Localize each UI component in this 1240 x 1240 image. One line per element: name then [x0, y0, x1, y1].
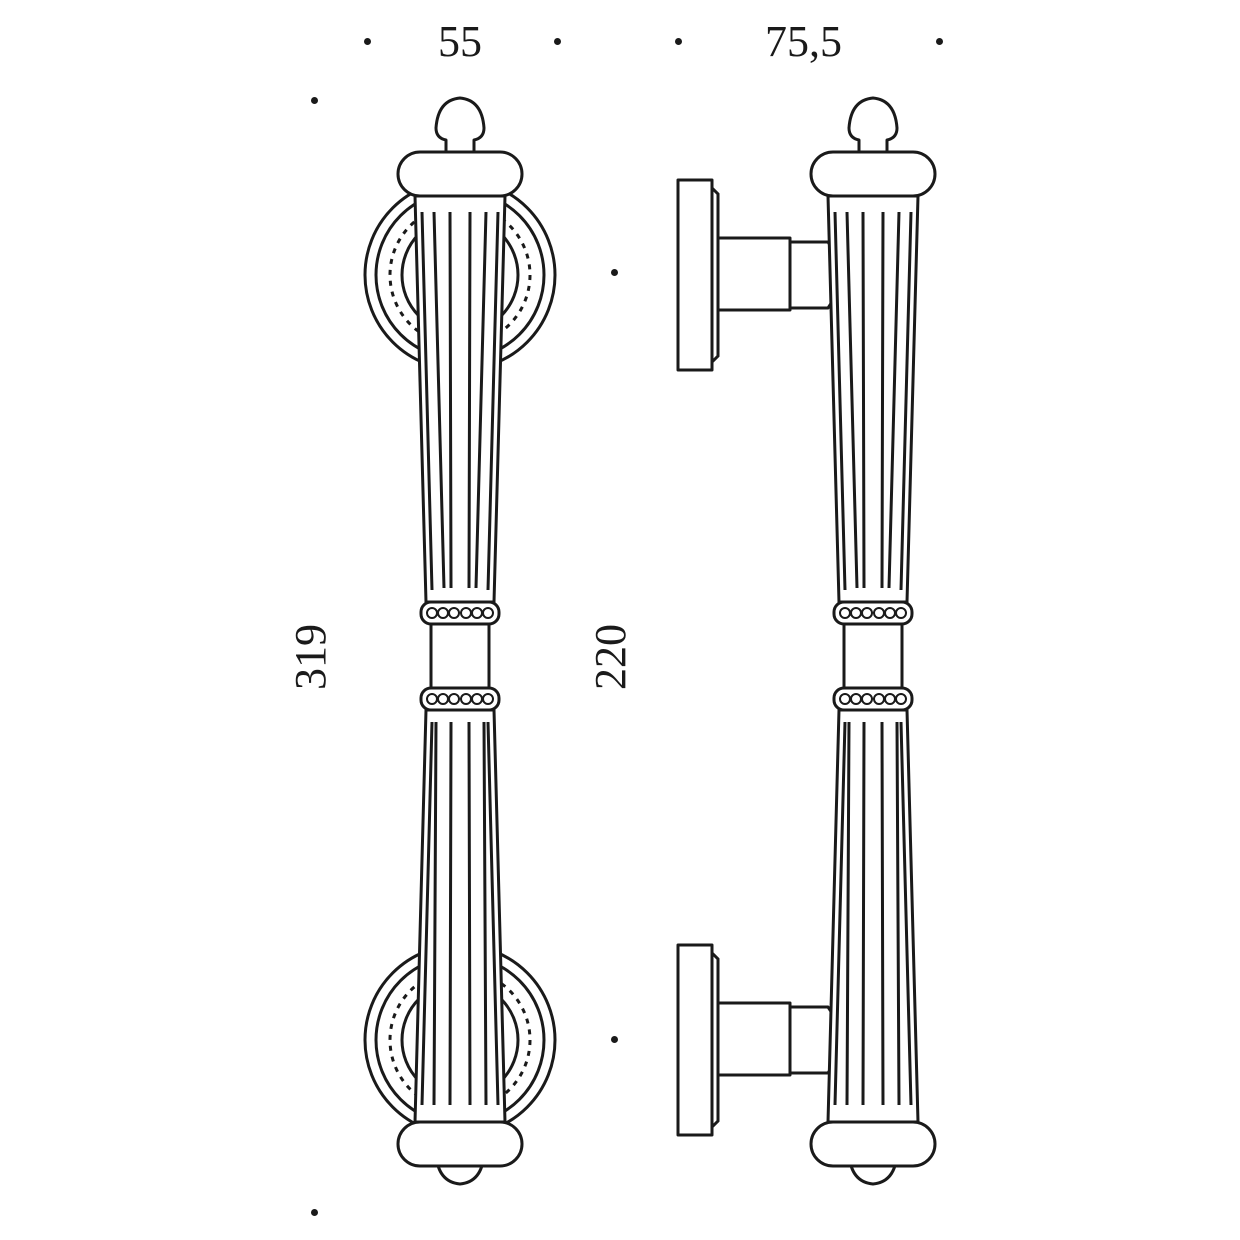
dimension-marker — [311, 97, 318, 104]
dimension-front-width: 55 — [438, 17, 482, 66]
dimension-side-depth: 75,5 — [765, 17, 842, 66]
dimension-marker — [936, 38, 943, 45]
dimension-marker — [311, 1209, 318, 1216]
dimension-marker — [675, 38, 682, 45]
side-view — [676, 96, 937, 1186]
dimension-marker — [611, 1036, 618, 1043]
dimension-marker — [364, 38, 371, 45]
dimension-marker — [554, 38, 561, 45]
front-view — [363, 96, 557, 1186]
dimension-marker — [611, 269, 618, 276]
